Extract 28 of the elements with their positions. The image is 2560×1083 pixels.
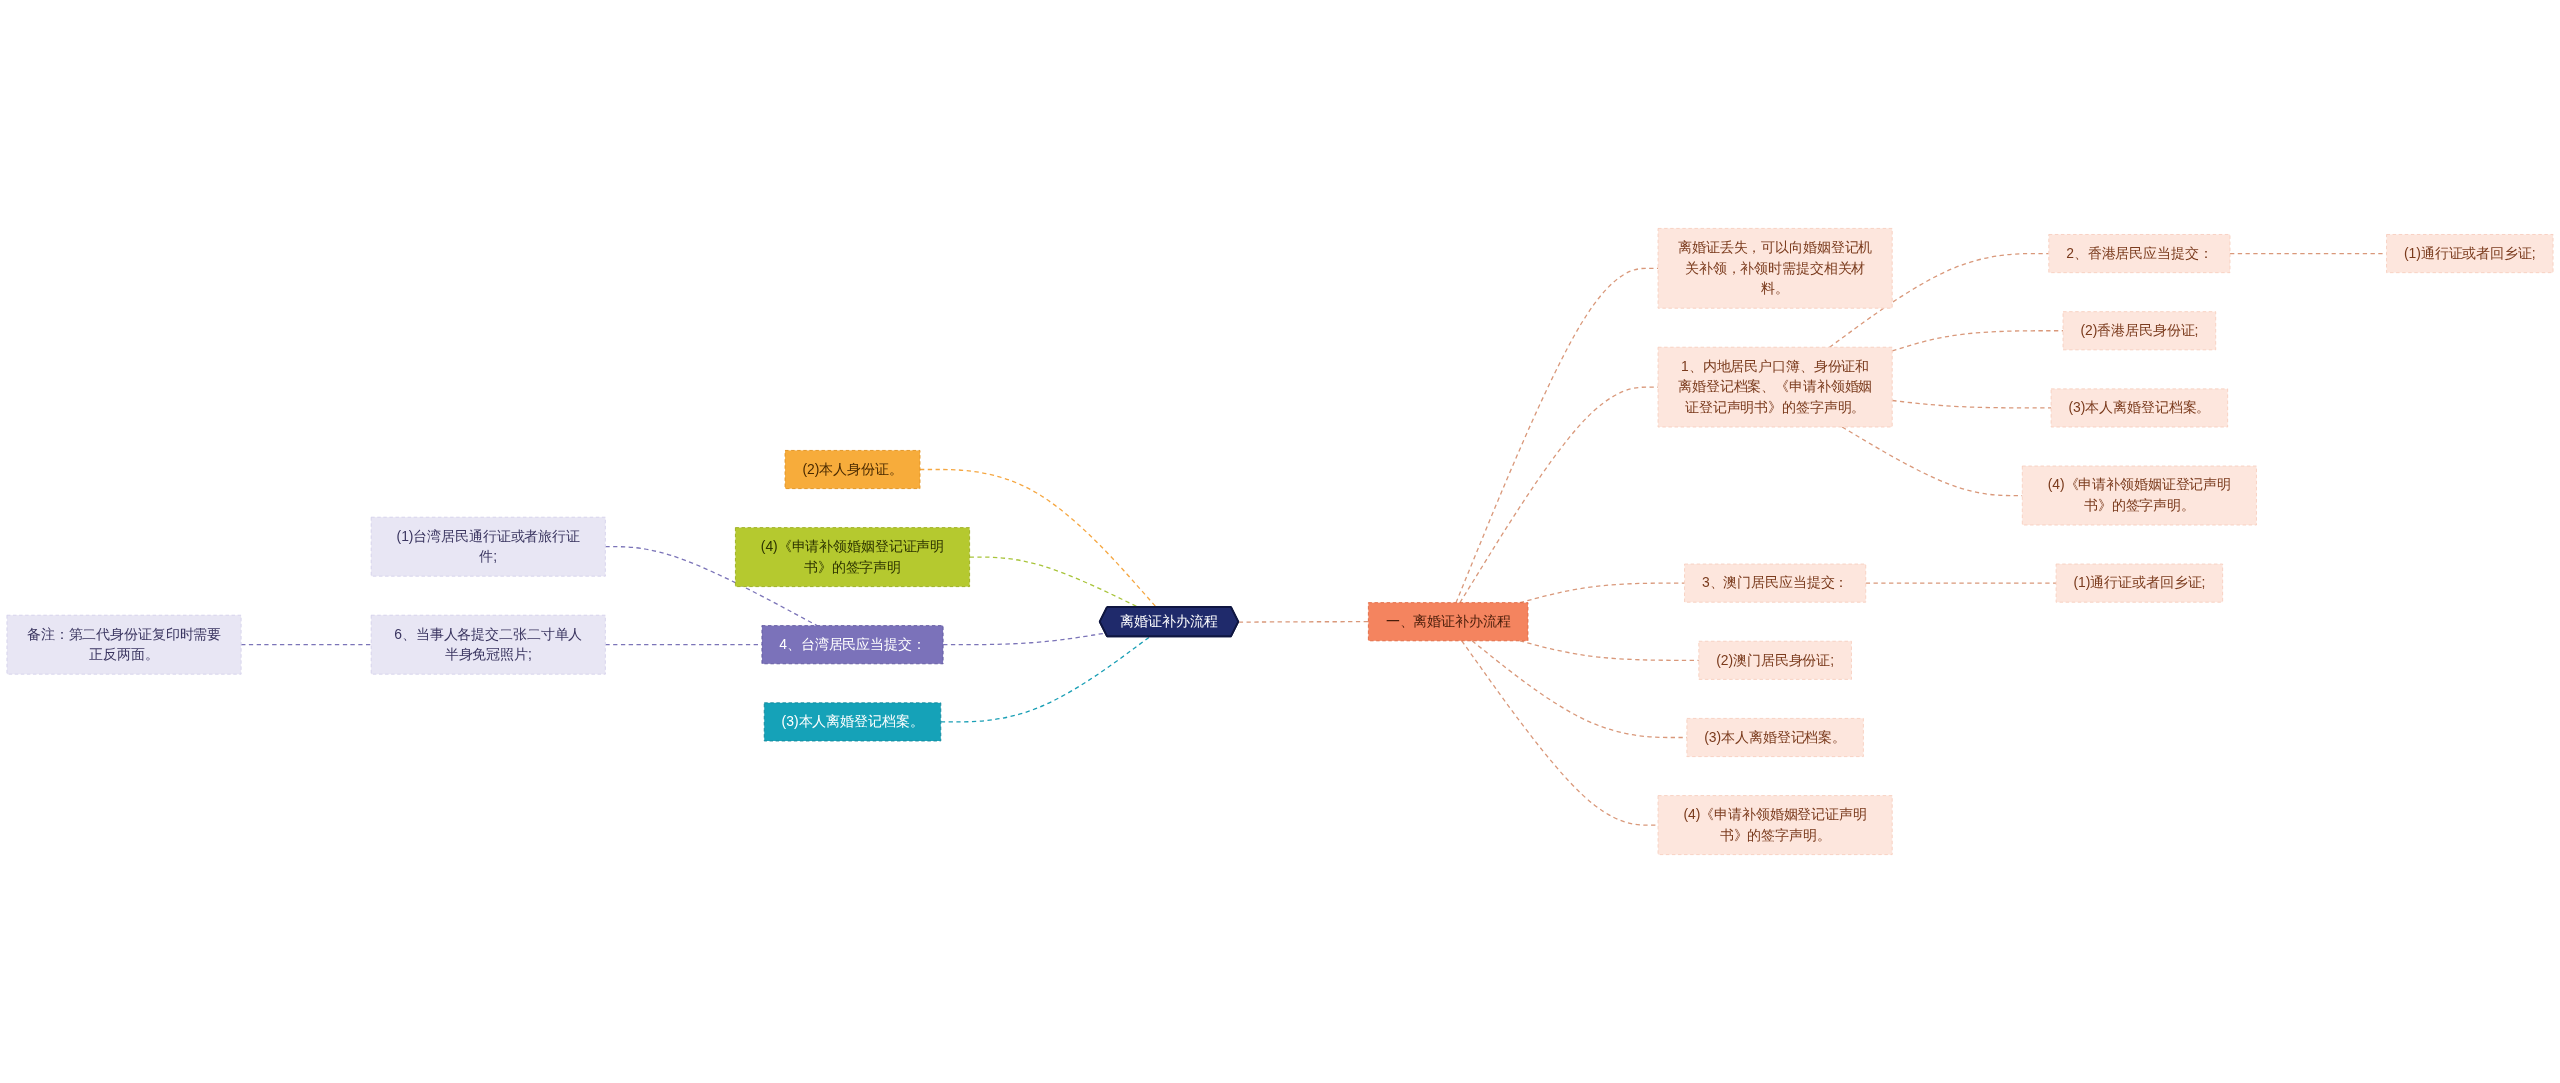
node-box: 4、台湾居民应当提交： (761, 625, 944, 665)
node-box: 2、香港居民应当提交： (2048, 234, 2231, 274)
node-box: (3)本人离婚登记档案。 (763, 702, 942, 742)
node-box: (4)《申请补领婚姻证登记声明书》的签字声明。 (2021, 465, 2257, 526)
node-box: 1、内地居民户口簿、身份证和离婚登记档案、《申请补领婚姻证登记声明书》的签字声明。 (1657, 346, 1893, 428)
connector (604, 546, 818, 627)
node-box: (2)本人身份证。 (784, 450, 921, 490)
node-box: (1)通行证或者回乡证; (2386, 234, 2554, 274)
node-box: (3)本人离婚登记档案。 (1686, 718, 1864, 757)
node-box: (4)《申请补领婚姻登记证声明书》的签字声明 (735, 527, 971, 588)
node-box: 离婚证丢失，可以向婚姻登记机关补领，补领时需提交相关材料。 (1657, 228, 1893, 309)
node-box: 3、澳门居民应当提交： (1684, 563, 1867, 603)
connector (1238, 621, 1370, 623)
node-box: (2)澳门居民身份证; (1698, 640, 1852, 680)
connector (940, 636, 1151, 723)
connector (1891, 330, 2064, 352)
node-box: (1)台湾居民通行证或者旅行证件; (370, 516, 606, 577)
connector (1865, 582, 2057, 584)
connector (240, 644, 372, 646)
node-box: 6、当事人各提交二张二寸单人半身免冠照片; (370, 614, 606, 675)
connector (1891, 399, 2052, 409)
node-box: 一、离婚证补办流程 (1367, 602, 1529, 642)
node-box: 备注：第二代身份证复印时需要正反两面。 (6, 614, 242, 675)
node-box: (3)本人离婚登记档案。 (2050, 388, 2229, 428)
node-box: (2)香港居民身份证; (2062, 311, 2217, 351)
connector (1828, 252, 2050, 348)
node-box: (1)通行证或者回乡证; (2055, 563, 2224, 603)
node-box: (4)《申请补领婚姻登记证声明书》的签字声明。 (1657, 795, 1893, 855)
